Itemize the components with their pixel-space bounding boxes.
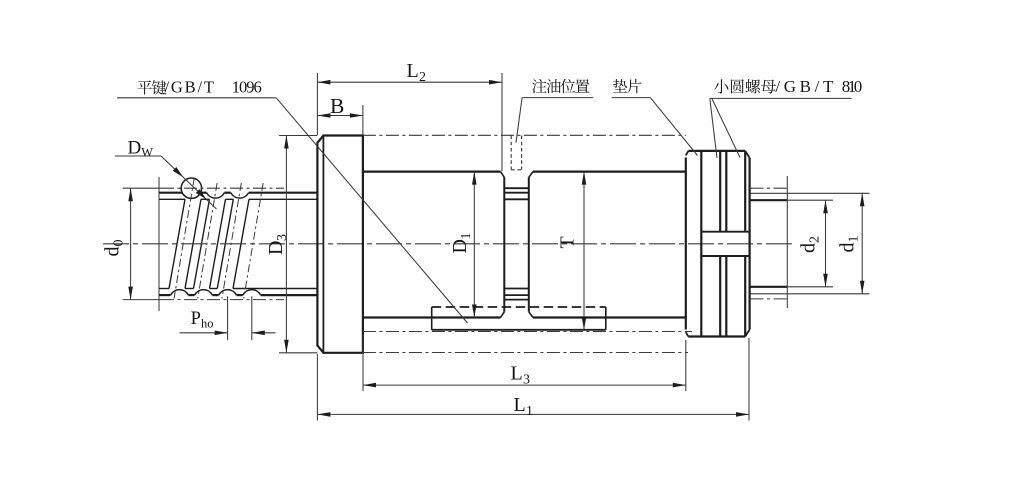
svg-text:1: 1: [459, 233, 474, 240]
svg-text:1096: 1096: [232, 77, 262, 96]
svg-text:D: D: [265, 241, 287, 255]
svg-text:/GB/T: /GB/T: [165, 78, 215, 97]
svg-text:B: B: [330, 94, 344, 118]
svg-text:d: d: [837, 243, 859, 253]
svg-text:D: D: [449, 239, 471, 253]
svg-text:T: T: [557, 236, 579, 248]
svg-text:L: L: [514, 394, 526, 416]
svg-text:0: 0: [112, 240, 127, 247]
svg-text:L: L: [407, 60, 419, 82]
svg-text:3: 3: [275, 234, 290, 241]
svg-text:P: P: [191, 309, 201, 329]
svg-text:1: 1: [847, 236, 862, 243]
svg-text:ho: ho: [201, 317, 214, 331]
svg-text:D: D: [128, 137, 142, 158]
svg-text:3: 3: [523, 373, 530, 388]
svg-text:2: 2: [808, 236, 823, 243]
svg-text:2: 2: [419, 70, 426, 85]
svg-text:d: d: [798, 243, 820, 253]
svg-text:W: W: [141, 146, 153, 160]
svg-text:810: 810: [842, 77, 862, 96]
svg-text:1: 1: [526, 404, 533, 419]
svg-text:L: L: [511, 363, 523, 385]
svg-text:d: d: [102, 247, 124, 257]
svg-text:/GB/T: /GB/T: [775, 77, 834, 96]
